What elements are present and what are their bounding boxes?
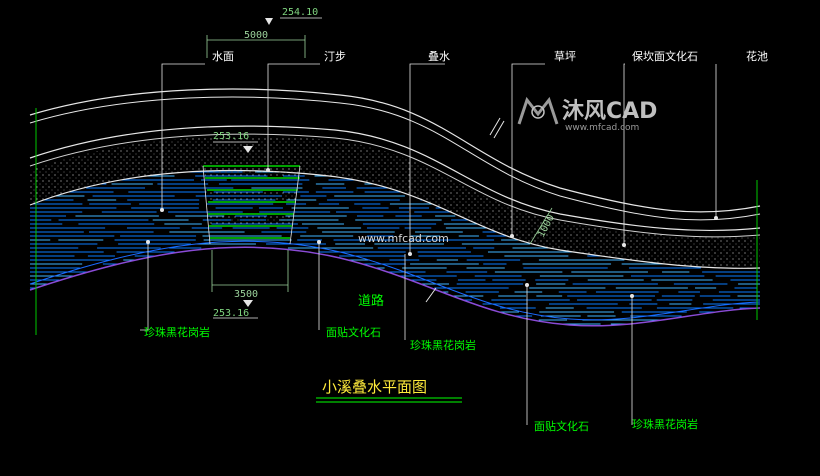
logo-name: 沐风CAD (562, 99, 657, 124)
watermark-text: www.mfcad.com (358, 232, 449, 245)
drawing-title: 小溪叠水平面图 (322, 378, 427, 396)
water-outline-inner (29, 240, 761, 321)
label-facing-stone-left: 面贴文化石 (326, 325, 381, 339)
stepping-stone-fill (210, 216, 292, 224)
elevation-middle-label: 253.16 (213, 131, 249, 142)
frame-lines (35, 108, 758, 335)
stepping-stone-fill (205, 168, 298, 176)
title-underline (316, 397, 462, 403)
leader-lines (140, 63, 717, 425)
stepping-stone-fill (209, 192, 296, 200)
stepping-stone-side (202, 165, 211, 245)
label-granite-left: 珍珠黑花岗岩 (144, 325, 210, 339)
elevation-markers (213, 17, 322, 319)
water-outline (29, 169, 761, 269)
water-outline-bottom (29, 246, 761, 327)
label-stepping-stones: 汀步 (324, 50, 346, 63)
mfcad-logo-icon (517, 96, 559, 125)
break-marks (425, 117, 505, 303)
label-cascade: 叠水 (428, 50, 450, 63)
label-granite-mid: 珍珠黑花岗岩 (410, 338, 476, 352)
label-lawn: 草坪 (554, 50, 576, 63)
dimension-top (206, 35, 306, 58)
label-flower-pond: 花池 (746, 50, 768, 63)
edge-lines (29, 88, 761, 238)
dimension-diagonal (529, 207, 553, 245)
label-facing-stone-right: 面贴文化石 (534, 419, 589, 433)
dimension-top-label: 5000 (244, 30, 268, 41)
elevation-top-label: 254.10 (282, 7, 318, 18)
stepping-stone-side (289, 165, 301, 245)
logo-url: www.mfcad.com (565, 123, 639, 133)
elevation-bottom-label: 253.16 (213, 308, 249, 319)
dimension-bottom-label: 3500 (234, 289, 258, 300)
label-granite-right: 珍珠黑花岗岩 (632, 417, 698, 431)
label-water-surface: 水面 (212, 50, 234, 63)
leader-dots (146, 168, 718, 298)
label-curb-stone: 保坎面文化石 (632, 49, 698, 63)
label-road: 道路 (358, 293, 384, 309)
dimension-bottom (211, 250, 289, 292)
stepping-stones (202, 165, 301, 245)
